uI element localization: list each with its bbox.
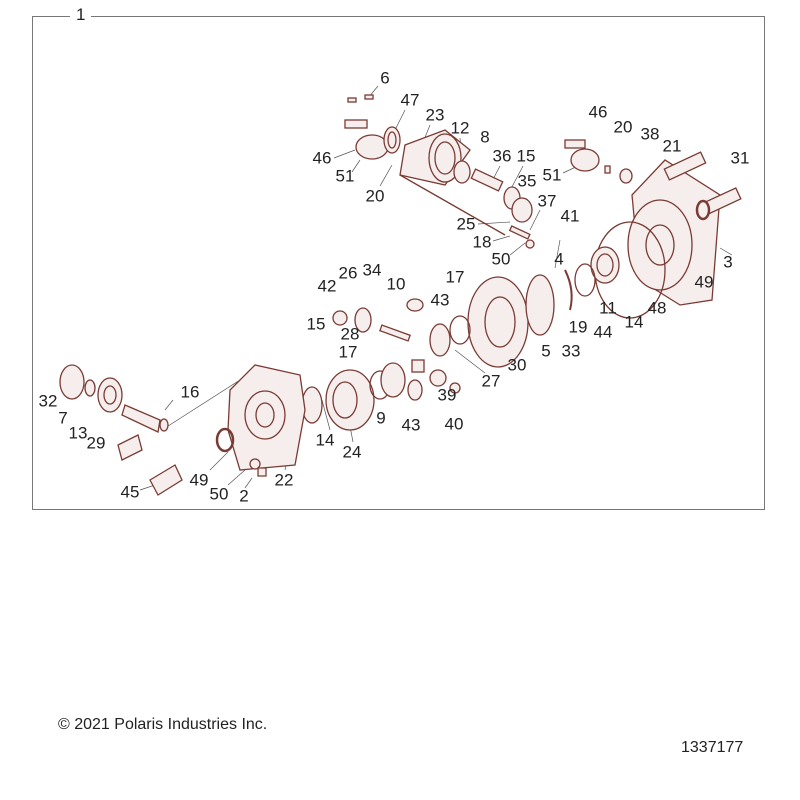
differential-case — [301, 362, 406, 431]
callout: 31 — [730, 148, 750, 168]
callout: 51 — [335, 166, 355, 186]
diagram-part-number: 1337177 — [681, 739, 744, 756]
callout: 14 — [624, 312, 644, 332]
callout: 6 — [380, 68, 390, 88]
callout: 2 — [239, 486, 249, 506]
diagram-frame — [32, 16, 765, 510]
figure-number: 1 — [70, 5, 92, 25]
callout: 43 — [401, 415, 421, 435]
callout: 13 — [68, 423, 88, 443]
callout: 46 — [312, 148, 332, 168]
tube-housing — [399, 129, 506, 236]
callout: 43 — [430, 290, 450, 310]
callout: 5 — [541, 341, 551, 361]
callout: 24 — [342, 442, 362, 462]
callout: 25 — [456, 214, 476, 234]
callout: 26 — [338, 263, 358, 283]
yoke-assembly-left — [344, 94, 401, 160]
callout: 28 — [340, 324, 360, 344]
callout: 4 — [554, 249, 564, 269]
spider-gears — [332, 298, 461, 401]
callout: 23 — [425, 105, 445, 125]
callout: 21 — [662, 136, 682, 156]
shaft-and-coupler — [470, 168, 535, 249]
callout: 17 — [445, 267, 465, 287]
callout: 49 — [189, 470, 209, 490]
callout: 22 — [274, 470, 294, 490]
callout: 7 — [58, 408, 68, 428]
callout: 42 — [317, 276, 337, 296]
callout: 17 — [338, 342, 358, 362]
callout: 47 — [400, 90, 420, 110]
callout: 30 — [507, 355, 527, 375]
callout: 19 — [568, 317, 588, 337]
callout: 16 — [180, 382, 200, 402]
callout: 9 — [376, 408, 386, 428]
callout: 51 — [542, 165, 562, 185]
callout: 18 — [472, 232, 492, 252]
callout: 15 — [516, 146, 536, 166]
callout: 48 — [647, 298, 667, 318]
callout: 8 — [480, 127, 490, 147]
callout: 50 — [491, 249, 511, 269]
callout: 39 — [437, 385, 457, 405]
callout: 37 — [537, 191, 557, 211]
callout: 20 — [365, 186, 385, 206]
callout: 41 — [560, 206, 580, 226]
pinion-assembly — [59, 364, 183, 496]
copyright-notice: © 2021 Polaris Industries Inc. — [58, 716, 268, 733]
callout: 29 — [86, 433, 106, 453]
callout: 14 — [315, 430, 335, 450]
callout: 45 — [120, 482, 140, 502]
callout: 50 — [209, 484, 229, 504]
callout: 34 — [362, 260, 382, 280]
callout: 20 — [613, 117, 633, 137]
callout: 15 — [306, 314, 326, 334]
callout: 11 — [599, 298, 617, 318]
cover-housing — [627, 151, 742, 306]
callout: 49 — [694, 272, 714, 292]
callout: 3 — [723, 252, 733, 272]
callout: 33 — [561, 341, 581, 361]
main-housing — [215, 364, 306, 477]
callout: 27 — [481, 371, 501, 391]
callout: 44 — [593, 322, 613, 342]
callout: 12 — [450, 118, 470, 138]
seal-and-ring — [564, 221, 666, 319]
ring-gear — [429, 274, 555, 368]
callout: 40 — [444, 414, 464, 434]
callout: 32 — [38, 391, 58, 411]
callout: 10 — [386, 274, 406, 294]
callout: 46 — [588, 102, 608, 122]
yoke-assembly-right — [564, 139, 633, 184]
callout: 35 — [517, 171, 537, 191]
callout: 36 — [492, 146, 512, 166]
callout: 38 — [640, 124, 660, 144]
